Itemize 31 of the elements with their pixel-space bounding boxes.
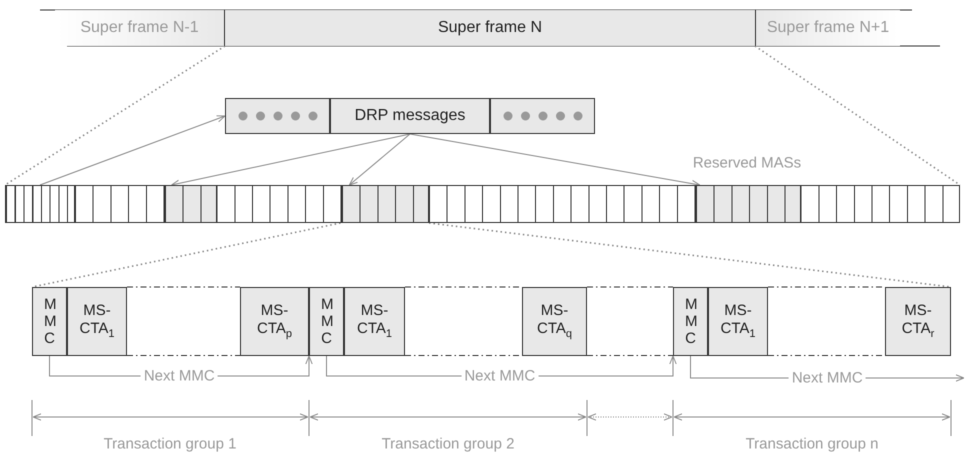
- slot-caption: Reserved MASs: [692, 154, 802, 172]
- cta-slot: MS- CTA$_{p}$: [240, 287, 309, 356]
- reserved-slot-group: [694, 185, 801, 223]
- zoom-guide-line: [428, 222, 952, 288]
- group-caption: Transaction group n: [746, 436, 878, 452]
- arrow: [410, 134, 700, 188]
- mas-slot-strip: [5, 185, 960, 223]
- mmc-slot: MMC: [309, 287, 344, 356]
- cta-slot: MS- CTA$_{1}$: [708, 287, 768, 356]
- cta-slot: MS- CTA$_{1}$: [344, 287, 405, 356]
- dots-field: [490, 98, 595, 134]
- mmc-slot: MMC: [673, 287, 708, 356]
- beacon-slot-group: [5, 185, 75, 223]
- reserved-slot-group: [340, 185, 429, 223]
- cta-slot: MS- CTA$_{q}$: [522, 287, 587, 356]
- group-caption: Transaction group 1: [104, 436, 236, 452]
- superframe-box: Super frame N+1: [755, 10, 900, 46]
- message-field: DRP messages: [330, 98, 490, 134]
- cta-slot: MS- CTA$_{1}$: [67, 287, 127, 356]
- mmc-slot: MMC: [32, 287, 67, 356]
- dots-field: [225, 98, 330, 134]
- superframe-box: Super frame N: [225, 10, 755, 46]
- group-caption: Transaction group 2: [382, 436, 514, 452]
- arrow: [40, 115, 226, 186]
- arrow: [170, 134, 410, 187]
- reserved-slot-group: [164, 185, 217, 223]
- cta-slot: MS- CTA$_{r}$: [885, 287, 951, 356]
- superframe-box: Super frame N-1: [55, 10, 225, 46]
- zoom-guide-line: [4, 45, 226, 186]
- zoom-guide-line: [754, 45, 960, 186]
- arrow: [348, 134, 410, 186]
